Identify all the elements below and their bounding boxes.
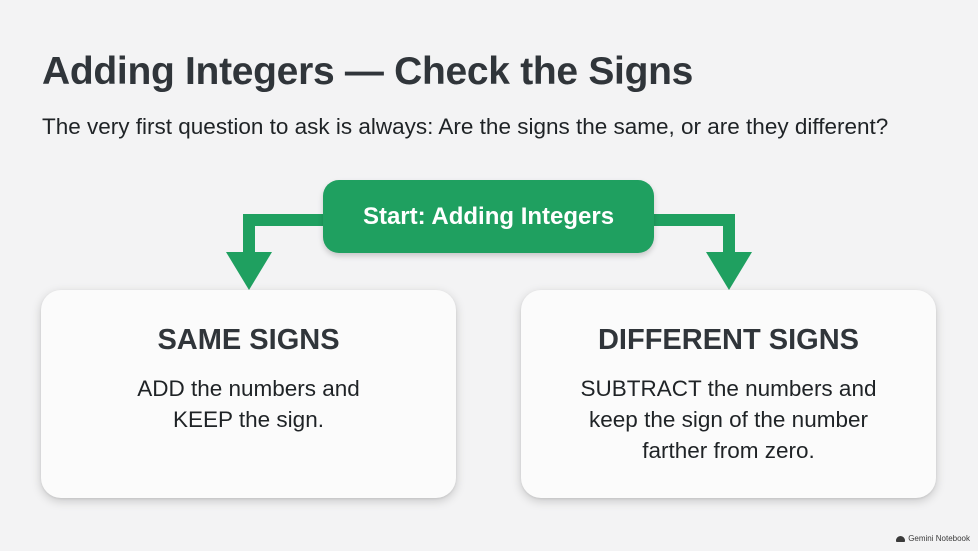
different-signs-text: SUBTRACT the numbers and keep the sign o…	[559, 373, 899, 466]
watermark: Gemini Notebook	[896, 534, 970, 543]
start-node-label: Start: Adding Integers	[362, 202, 615, 230]
different-signs-line: SUBTRACT the numbers and	[580, 376, 877, 401]
different-signs-title: DIFFERENT SIGNS	[597, 324, 859, 356]
arrowhead-left-icon	[226, 252, 272, 290]
arrowhead-right-icon	[706, 252, 752, 290]
notebook-logo-icon	[896, 535, 906, 542]
connector-right	[651, 214, 735, 258]
same-signs-title: SAME SIGNS	[157, 324, 340, 356]
same-signs-line: ADD the numbers and	[137, 376, 360, 401]
different-signs-line: farther from zero.	[642, 438, 815, 463]
different-signs-line: keep the sign of the number	[589, 407, 868, 432]
page-title: Adding Integers — Check the Signs	[42, 50, 694, 93]
different-signs-card: DIFFERENT SIGNS SUBTRACT the numbers and…	[521, 290, 936, 498]
watermark-text: Gemini Notebook	[908, 534, 970, 543]
page-subtitle: The very first question to ask is always…	[42, 114, 889, 139]
start-node: Start: Adding Integers	[323, 180, 654, 253]
same-signs-card: SAME SIGNS ADD the numbers and KEEP the …	[41, 290, 456, 498]
same-signs-line: KEEP the sign.	[173, 407, 324, 432]
same-signs-text: ADD the numbers and KEEP the sign.	[119, 373, 379, 435]
connector-left	[243, 214, 326, 258]
